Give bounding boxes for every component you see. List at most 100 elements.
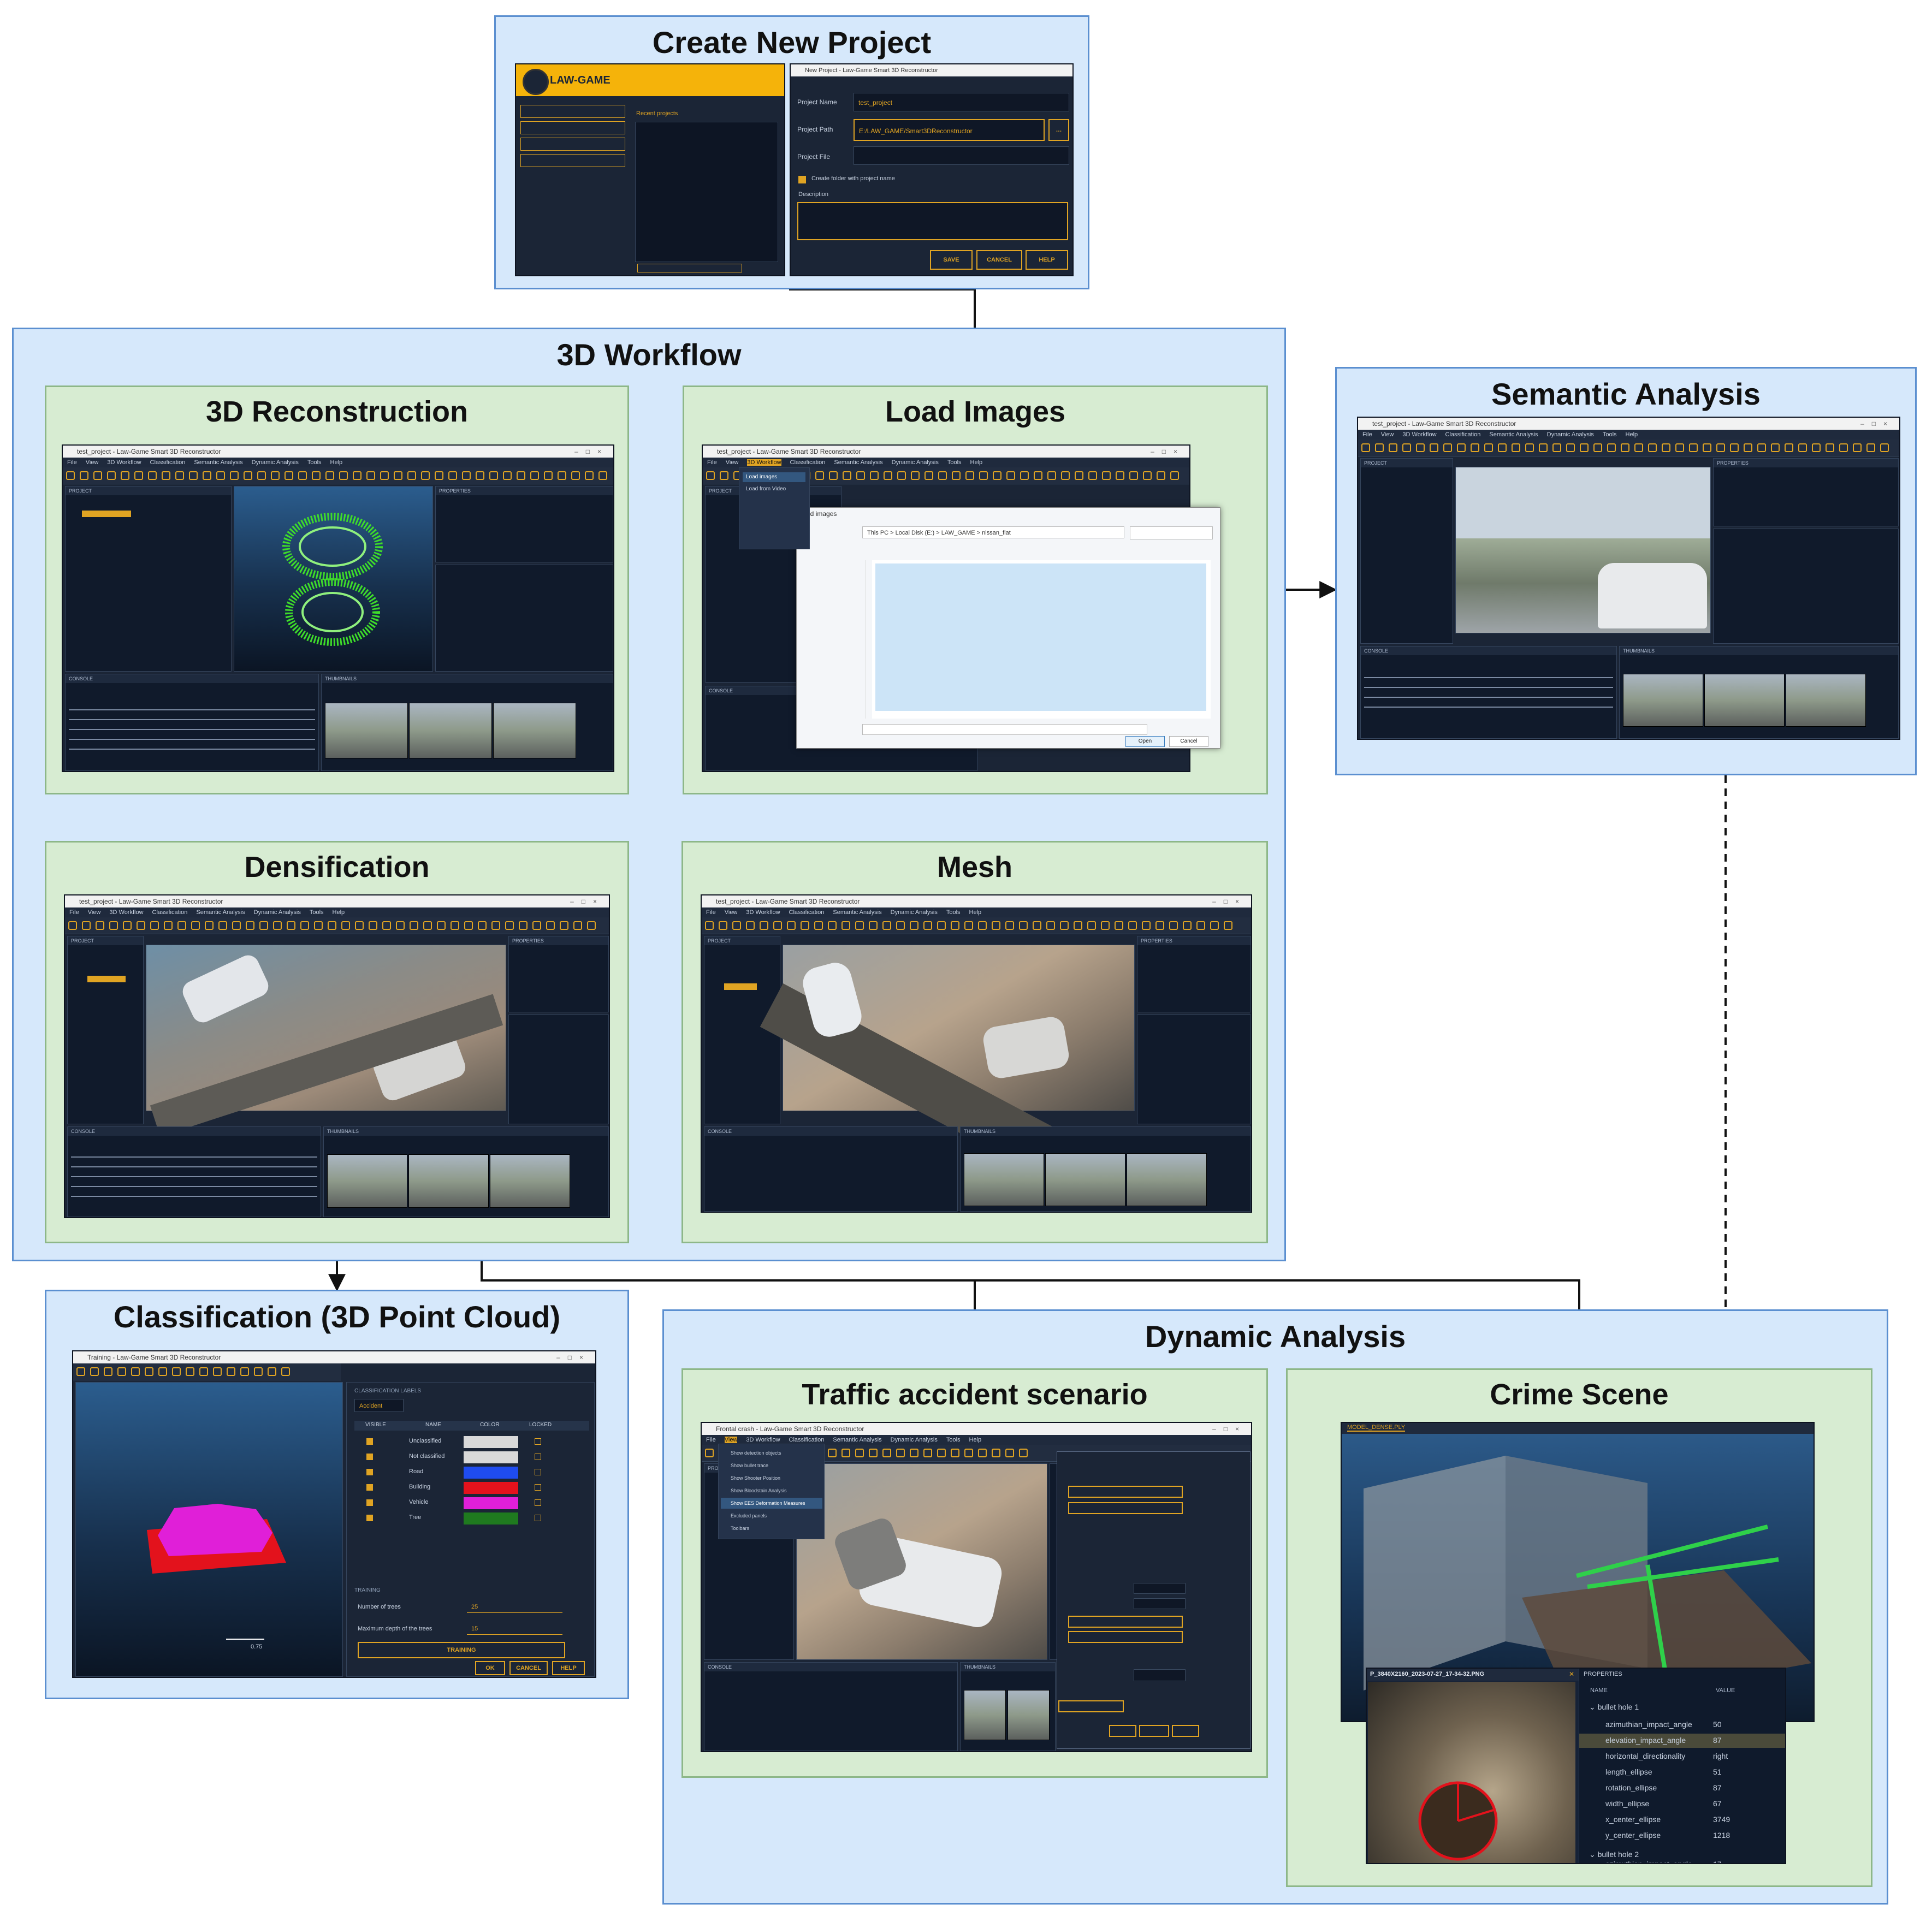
semantic-image-viewport[interactable] (1455, 467, 1711, 633)
tool-icon[interactable] (281, 1367, 290, 1376)
tool-icon[interactable] (257, 471, 266, 480)
menu-3d-workflow[interactable]: 3D Workflow (746, 909, 780, 916)
tool-icon[interactable] (271, 471, 280, 480)
view-menu-item[interactable]: Excluded panels (731, 1513, 767, 1518)
tool-icon[interactable] (951, 1449, 959, 1457)
folder-nav-pane[interactable] (800, 560, 866, 719)
tool-icon[interactable] (829, 471, 838, 480)
locked-checkbox[interactable] (535, 1454, 541, 1460)
classification-pane[interactable] (1713, 529, 1899, 644)
tool-icon[interactable] (571, 471, 580, 480)
menu-tools[interactable]: Tools (307, 459, 322, 466)
tool-icon[interactable] (134, 471, 143, 480)
tool-icon[interactable] (107, 471, 116, 480)
tool-icon[interactable] (353, 471, 361, 480)
locked-checkbox[interactable] (535, 1484, 541, 1491)
tool-icon[interactable] (268, 1367, 276, 1376)
tool-icon[interactable] (732, 921, 741, 930)
menu-help[interactable]: Help (332, 909, 345, 916)
console-pane[interactable]: Console (704, 1662, 958, 1751)
window-controls[interactable]: –□× (1212, 1425, 1247, 1433)
tool-icon[interactable] (558, 471, 566, 480)
tool-icon[interactable] (300, 921, 309, 930)
menu-dynamic[interactable]: Dynamic Analysis (890, 1437, 938, 1443)
tool-icon[interactable] (801, 921, 809, 930)
tool-icon[interactable] (158, 1367, 167, 1376)
properties-pane[interactable]: Properties (508, 936, 609, 1012)
settings-button[interactable] (520, 154, 625, 167)
tool-icon[interactable] (1389, 443, 1397, 452)
window-controls[interactable]: –□× (574, 448, 609, 455)
tool-icon[interactable] (937, 1449, 946, 1457)
tool-icon[interactable] (339, 471, 348, 480)
selected-files[interactable] (875, 563, 1206, 711)
tool-icon[interactable] (923, 921, 932, 930)
tool-icon[interactable] (746, 921, 755, 930)
tool-icon[interactable] (828, 1449, 837, 1457)
tool-icon[interactable] (1006, 471, 1015, 480)
tool-icon[interactable] (244, 471, 252, 480)
classification-labels-panel[interactable]: Classification Labels Accident VISIBLE N… (346, 1382, 595, 1677)
visible-checkbox[interactable] (366, 1469, 373, 1475)
menu-view[interactable]: View (1380, 431, 1394, 438)
menu-semantic[interactable]: Semantic Analysis (194, 459, 243, 466)
browse-path-button[interactable]: … (1048, 119, 1069, 141)
visible-checkbox[interactable] (366, 1438, 373, 1445)
tool-icon[interactable] (246, 921, 254, 930)
tool-icon[interactable] (1853, 443, 1862, 452)
menu-semantic[interactable]: Semantic Analysis (833, 909, 882, 916)
dialog-action-button[interactable] (1068, 1486, 1183, 1498)
tool-icon[interactable] (1157, 471, 1165, 480)
menu-help[interactable]: Help (330, 459, 343, 466)
tool-icon[interactable] (856, 471, 865, 480)
tool-icon[interactable] (719, 921, 727, 930)
tool-icon[interactable] (938, 471, 947, 480)
tool-icon[interactable] (227, 1367, 235, 1376)
tool-icon[interactable] (911, 471, 920, 480)
menu-view[interactable]: View (724, 909, 738, 916)
tool-icon[interactable] (1005, 921, 1014, 930)
max-depth-input[interactable]: 15 (467, 1623, 562, 1635)
tool-icon[interactable] (341, 921, 350, 930)
console-pane[interactable]: Console (67, 1126, 321, 1217)
point-cloud-viewport[interactable] (234, 486, 433, 672)
tool-icon[interactable] (109, 921, 118, 930)
tool-icon[interactable] (218, 921, 227, 930)
visible-checkbox[interactable] (366, 1484, 373, 1491)
tool-icon[interactable] (870, 471, 879, 480)
tool-icon[interactable] (1061, 471, 1070, 480)
tool-icon[interactable] (1047, 471, 1056, 480)
menu-help[interactable]: Help (1625, 431, 1638, 438)
tool-icon[interactable] (1771, 443, 1780, 452)
path-breadcrumb[interactable]: This PC > Local Disk (E:) > LAW_GAME > n… (862, 526, 1124, 538)
tool-icon[interactable] (328, 921, 336, 930)
console-pane[interactable]: Console (65, 674, 319, 771)
label-set-dropdown[interactable]: Accident (354, 1399, 404, 1412)
tool-icon[interactable] (396, 921, 405, 930)
accident-viewport[interactable] (796, 1463, 1047, 1660)
thumbnails-pane[interactable]: Thumbnails (1619, 646, 1899, 739)
tool-icon[interactable] (897, 471, 906, 480)
tool-icon[interactable] (1142, 921, 1151, 930)
tool-icon[interactable] (815, 471, 824, 480)
tool-icon[interactable] (1087, 921, 1096, 930)
menu-tools[interactable]: Tools (309, 909, 324, 916)
tool-icon[interactable] (90, 1367, 99, 1376)
tool-icon[interactable] (213, 1367, 222, 1376)
tool-icon[interactable] (1074, 921, 1082, 930)
thumbnail-image[interactable] (408, 1154, 489, 1208)
menu-tools[interactable]: Tools (1602, 431, 1617, 438)
tool-icon[interactable] (186, 1367, 194, 1376)
properties-pane[interactable]: Properties (435, 486, 613, 562)
tool-icon[interactable] (314, 921, 323, 930)
tool-icon[interactable] (1593, 443, 1602, 452)
visible-checkbox[interactable] (366, 1454, 373, 1460)
tool-icon[interactable] (150, 921, 159, 930)
label-color-swatch[interactable] (464, 1512, 518, 1525)
description-field[interactable] (797, 202, 1068, 240)
tool-icon[interactable] (1785, 443, 1793, 452)
tool-icon[interactable] (517, 471, 525, 480)
